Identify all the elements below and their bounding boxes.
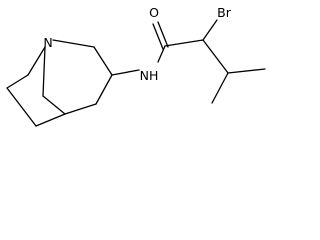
bond-c5-c6 <box>42 95 66 115</box>
bond-carbonyl-oxygen-b <box>152 23 164 50</box>
bond-c6-n1 <box>42 46 46 97</box>
bond-calpha-bromine <box>202 19 218 41</box>
chemical-structure-diagram: N NH O Br <box>6 5 266 127</box>
atom-label-amide-nitrogen: NH <box>140 68 159 83</box>
bond-cbeta-methyl-right <box>227 68 266 74</box>
bond-cbeta-methyl-down <box>211 72 229 104</box>
quinuclidine-ring <box>6 39 113 127</box>
atom-label-bromine: Br <box>217 5 232 20</box>
bond-c3-c4 <box>6 87 37 127</box>
bond-c4-c5 <box>35 113 66 127</box>
bond-n1-c2 <box>27 46 46 76</box>
bond-carbonyl-calpha <box>164 39 204 47</box>
atom-label-ring-nitrogen: N <box>43 35 52 50</box>
bond-c7-c8 <box>93 46 113 76</box>
bond-nh-carbonyl <box>157 45 166 63</box>
bond-c8-nh <box>111 69 140 76</box>
bond-c9-c4 <box>64 103 97 115</box>
side-chain <box>111 19 266 104</box>
bond-calpha-cbeta <box>202 39 229 74</box>
atom-label-oxygen: O <box>149 5 159 20</box>
bond-carbonyl-oxygen-a <box>157 21 169 48</box>
bond-c8-c9 <box>95 74 113 105</box>
bond-n1-c7 <box>52 39 95 48</box>
bond-c2-c3 <box>6 74 29 89</box>
